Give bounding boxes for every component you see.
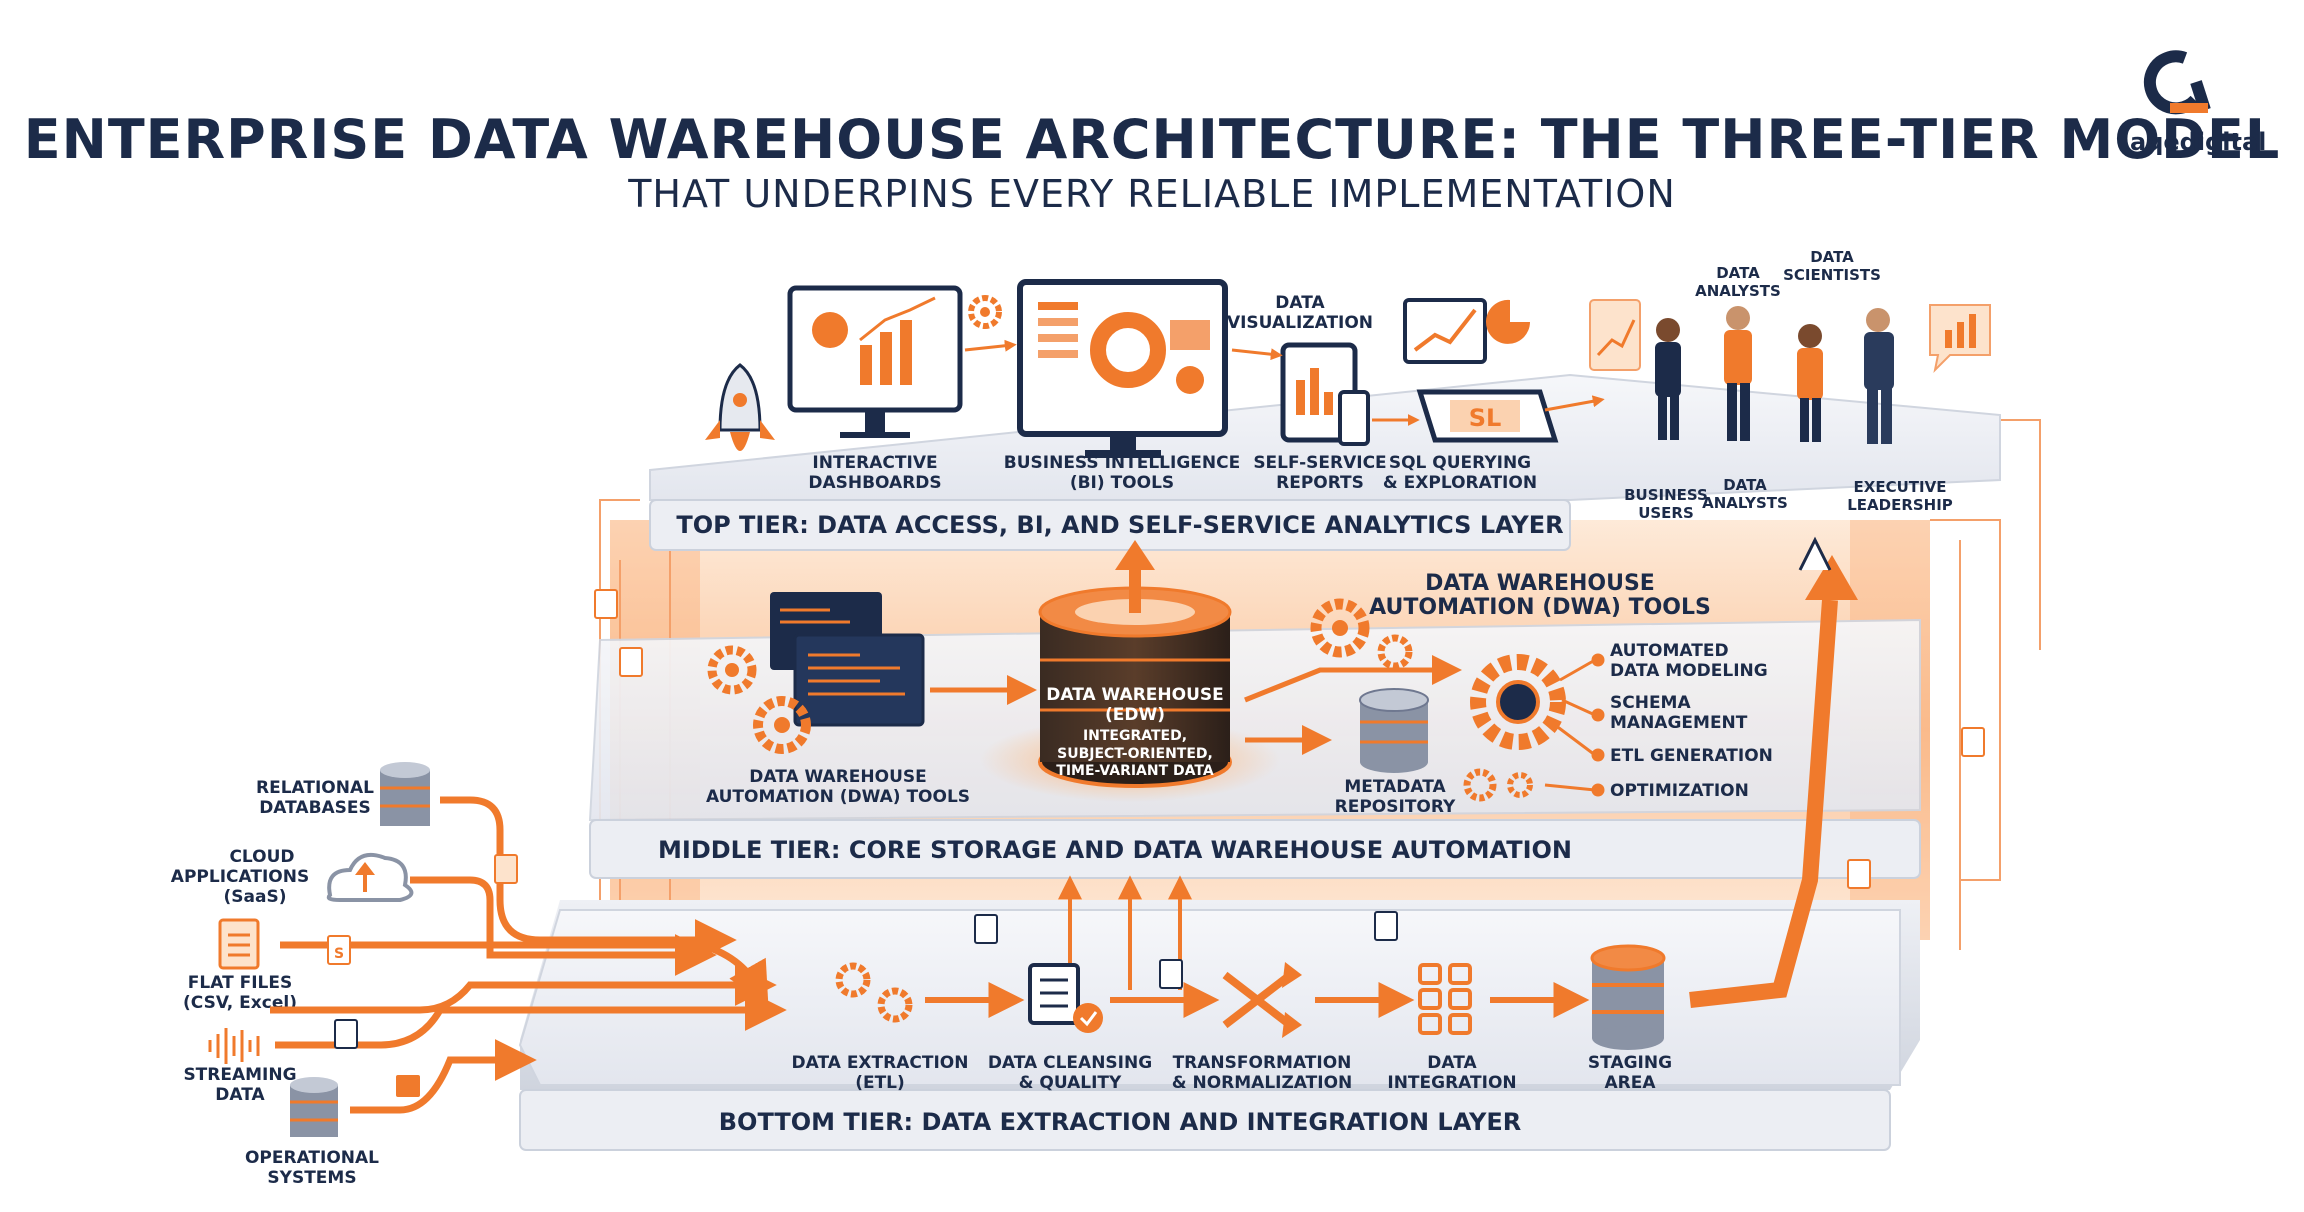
source-flat-2: (CSV, Excel) <box>183 993 297 1013</box>
top-flow-arrows <box>964 339 1605 426</box>
source-flat-1: FLAT FILES <box>188 973 292 993</box>
data-warehouse-cylinder <box>980 540 1280 802</box>
feature-modeling-2: DATA MODELING <box>1610 661 1768 681</box>
rocket-icon <box>705 363 775 451</box>
source-flow-arrows <box>270 796 787 1114</box>
source-flat-file-icon <box>218 918 260 970</box>
dwa-left-label-2: AUTOMATION (DWA) TOOLS <box>706 787 970 807</box>
feature-optimization: OPTIMIZATION <box>1610 781 1749 801</box>
shuffle-icon <box>1222 962 1302 1038</box>
step-extraction-1: DATA EXTRACTION <box>792 1053 969 1073</box>
source-cloud-icon <box>326 853 414 902</box>
metadata-label-2: REPOSITORY <box>1335 797 1456 817</box>
people-business-users-2: USERS <box>1638 504 1694 522</box>
gear-icon <box>1310 598 1566 802</box>
source-relational-2: DATABASES <box>259 798 371 818</box>
source-streaming-icon <box>208 1028 260 1064</box>
file-badge-text: S <box>334 946 344 962</box>
page-title: ENTERPRISE DATA WAREHOUSE ARCHITECTURE: … <box>23 108 2281 171</box>
source-cloud-2: APPLICATIONS <box>171 867 309 887</box>
checklist-icon <box>1028 963 1103 1033</box>
people-analysts-bottom-1: DATA <box>1723 476 1767 494</box>
dwa-right-label-2: AUTOMATION (DWA) TOOLS <box>1369 595 1711 620</box>
gear-icon <box>968 295 1002 329</box>
source-streaming-2: DATA <box>215 1085 265 1105</box>
feature-modeling-1: AUTOMATED <box>1610 641 1729 661</box>
people-analysts-top-1: DATA <box>1716 264 1760 282</box>
people-executives-1: EXECUTIVE <box>1854 478 1947 496</box>
source-relational-1: RELATIONAL <box>256 778 374 798</box>
step-cleansing-2: & QUALITY <box>1019 1073 1122 1093</box>
dw-desc-2: SUBJECT-ORIENTED, <box>1057 746 1213 762</box>
people-group <box>1589 299 1991 444</box>
step-integration-1: DATA <box>1427 1053 1477 1073</box>
integration-grid-icon <box>1418 963 1472 1035</box>
sql-label-1: SQL QUERYING <box>1389 453 1531 473</box>
feature-connectors <box>1544 653 1605 797</box>
dashboards-label-1: INTERACTIVE <box>812 453 937 473</box>
dwa-right-label-1: DATA WAREHOUSE <box>1425 571 1655 596</box>
source-streaming-1: STREAMING <box>183 1065 296 1085</box>
bi-label-2: (BI) TOOLS <box>1070 473 1174 493</box>
visualization-label-1: DATA <box>1275 293 1325 313</box>
step-staging-2: AREA <box>1604 1073 1656 1093</box>
feature-schema-1: SCHEMA <box>1610 693 1691 713</box>
reports-label-2: REPORTS <box>1276 473 1364 493</box>
step-staging-1: STAGING <box>1588 1053 1672 1073</box>
source-relational-db-icon <box>380 762 430 826</box>
people-business-users-1: BUSINESS <box>1624 486 1708 504</box>
metadata-label-1: METADATA <box>1344 777 1446 797</box>
bottom-tier-platform <box>518 900 1920 1151</box>
reports-tablet-icon <box>1280 342 1370 446</box>
reports-label-1: SELF-SERVICE <box>1253 453 1386 473</box>
people-analysts-bottom-2: ANALYSTS <box>1702 494 1788 512</box>
dw-desc-3: TIME-VARIANT DATA <box>1056 763 1214 779</box>
brand-logo-icon <box>2143 50 2211 115</box>
gear-icon <box>707 645 811 754</box>
source-operational-1: OPERATIONAL <box>245 1148 379 1168</box>
top-tier-label: TOP TIER: DATA ACCESS, BI, AND SELF-SERV… <box>676 511 1563 539</box>
step-extraction-2: (ETL) <box>855 1073 905 1093</box>
source-cloud-1: CLOUD <box>229 847 294 867</box>
chart-card-icon <box>1403 298 1530 364</box>
gear-icon <box>835 962 913 1023</box>
dwa-left-label-1: DATA WAREHOUSE <box>749 767 927 787</box>
dashboard-monitor-icon <box>787 285 963 438</box>
bi-label-1: BUSINESS INTELLIGENCE <box>1004 453 1240 473</box>
sql-label-2: & EXPLORATION <box>1383 473 1537 493</box>
feature-schema-2: MANAGEMENT <box>1610 713 1748 733</box>
staging-up-arrow <box>1689 536 1858 1008</box>
step-cleansing-1: DATA CLEANSING <box>988 1053 1152 1073</box>
staging-database-icon <box>1590 944 1666 1050</box>
step-integration-2: INTEGRATION <box>1387 1073 1516 1093</box>
bi-monitor-icon <box>1017 279 1228 458</box>
sql-laptop-icon: SL <box>1416 389 1559 443</box>
people-scientists-1: DATA <box>1810 248 1854 266</box>
bottom-tier-label: BOTTOM TIER: DATA EXTRACTION AND INTEGRA… <box>719 1108 1522 1136</box>
source-operational-2: SYSTEMS <box>267 1168 356 1188</box>
code-window-icon <box>770 592 925 727</box>
file-icon <box>327 589 1985 1097</box>
dw-title-1: DATA WAREHOUSE <box>1046 685 1224 705</box>
middle-flow-arrows <box>930 655 1462 755</box>
source-operational-db-icon <box>290 1077 338 1137</box>
page-subtitle: THAT UNDERPINS EVERY RELIABLE IMPLEMENTA… <box>628 172 1676 216</box>
dw-title-2: (EDW) <box>1105 705 1165 725</box>
people-executives-2: LEADERSHIP <box>1847 496 1953 514</box>
middle-tier-label: MIDDLE TIER: CORE STORAGE AND DATA WAREH… <box>658 836 1572 864</box>
visualization-label-2: VISUALIZATION <box>1227 313 1373 333</box>
brand-name: aqedigital <box>2130 128 2267 156</box>
feature-etl: ETL GENERATION <box>1610 746 1773 766</box>
step-transformation-2: & NORMALIZATION <box>1172 1073 1353 1093</box>
dashboards-label-2: DASHBOARDS <box>808 473 941 493</box>
source-cloud-3: (SaaS) <box>224 887 287 907</box>
metadata-database-icon <box>1359 688 1429 773</box>
people-scientists-2: SCIENTISTS <box>1783 266 1881 284</box>
sql-screen-text: SL <box>1469 404 1502 432</box>
step-transformation-1: TRANSFORMATION <box>1173 1053 1352 1073</box>
people-analysts-top-2: ANALYSTS <box>1695 282 1781 300</box>
dw-desc-1: INTEGRATED, <box>1083 728 1187 744</box>
